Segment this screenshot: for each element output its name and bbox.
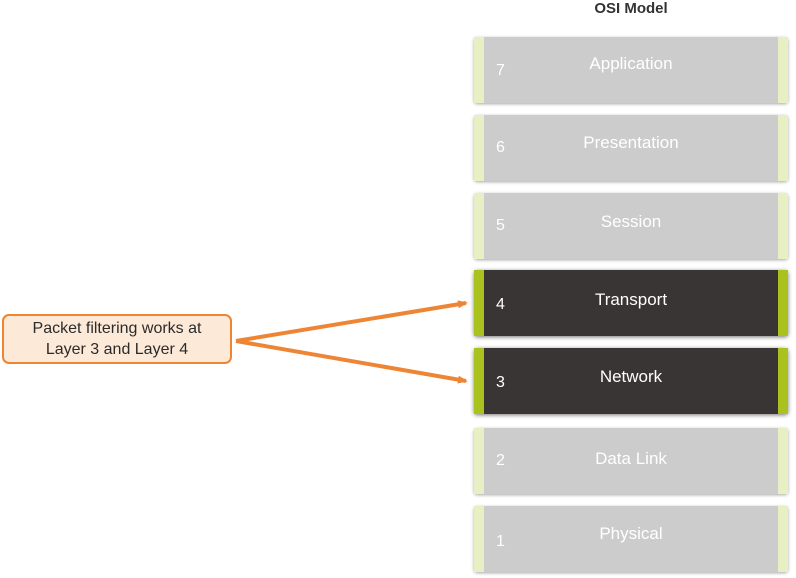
- layer-left-accent: [474, 270, 484, 336]
- layer-left-accent: [474, 115, 484, 181]
- layer-name: Transport: [594, 290, 668, 309]
- layer-physical: 1 Physical: [474, 506, 788, 572]
- arrow-to-network: [235, 339, 468, 384]
- layer-number: 5: [496, 217, 505, 234]
- layer-right-accent: [778, 193, 788, 259]
- layer-number: 6: [496, 139, 505, 156]
- layer-body: [484, 428, 778, 494]
- layer-name: Network: [599, 367, 663, 386]
- layer-name: Session: [600, 212, 662, 231]
- layer-right-accent: [778, 348, 788, 414]
- layer-data-link: 2 Data Link: [474, 428, 788, 494]
- layer-body: [484, 506, 778, 572]
- layer-right-accent: [778, 37, 788, 103]
- layer-right-accent: [778, 115, 788, 181]
- layer-number: 3: [496, 374, 505, 391]
- layer-number: 2: [496, 452, 505, 469]
- layer-body: [484, 37, 778, 103]
- layer-number: 1: [496, 533, 505, 550]
- layer-right-accent: [778, 506, 788, 572]
- layer-left-accent: [474, 348, 484, 414]
- layer-name: Application: [589, 54, 673, 73]
- layer-left-accent: [474, 193, 484, 259]
- layer-number: 4: [496, 296, 505, 313]
- layer-application: 7 Application: [474, 37, 788, 103]
- layer-right-accent: [778, 428, 788, 494]
- layer-left-accent: [474, 506, 484, 572]
- callout-line-1: Packet filtering works at: [32, 320, 202, 337]
- layer-name: Data Link: [595, 449, 667, 468]
- layer-left-accent: [474, 428, 484, 494]
- diagram-title: OSI Model: [594, 0, 668, 17]
- layer-body: [484, 115, 778, 181]
- layer-body: [484, 270, 778, 336]
- layer-presentation: 6 Presentation: [474, 115, 788, 181]
- layer-name: Presentation: [583, 133, 679, 152]
- layer-right-accent: [778, 270, 788, 336]
- arrow-to-transport: [235, 300, 468, 343]
- packet-filtering-callout: Packet filtering works at Layer 3 and La…: [2, 314, 232, 364]
- layer-left-accent: [474, 37, 484, 103]
- layer-number: 7: [496, 62, 505, 79]
- layer-body: [484, 193, 778, 259]
- layer-network: 3 Network: [474, 348, 788, 414]
- layer-session: 5 Session: [474, 193, 788, 259]
- layer-body: [484, 348, 778, 414]
- layer-transport: 4 Transport: [474, 270, 788, 336]
- callout-line-2: Layer 3 and Layer 4: [45, 341, 189, 358]
- layer-name: Physical: [599, 524, 663, 543]
